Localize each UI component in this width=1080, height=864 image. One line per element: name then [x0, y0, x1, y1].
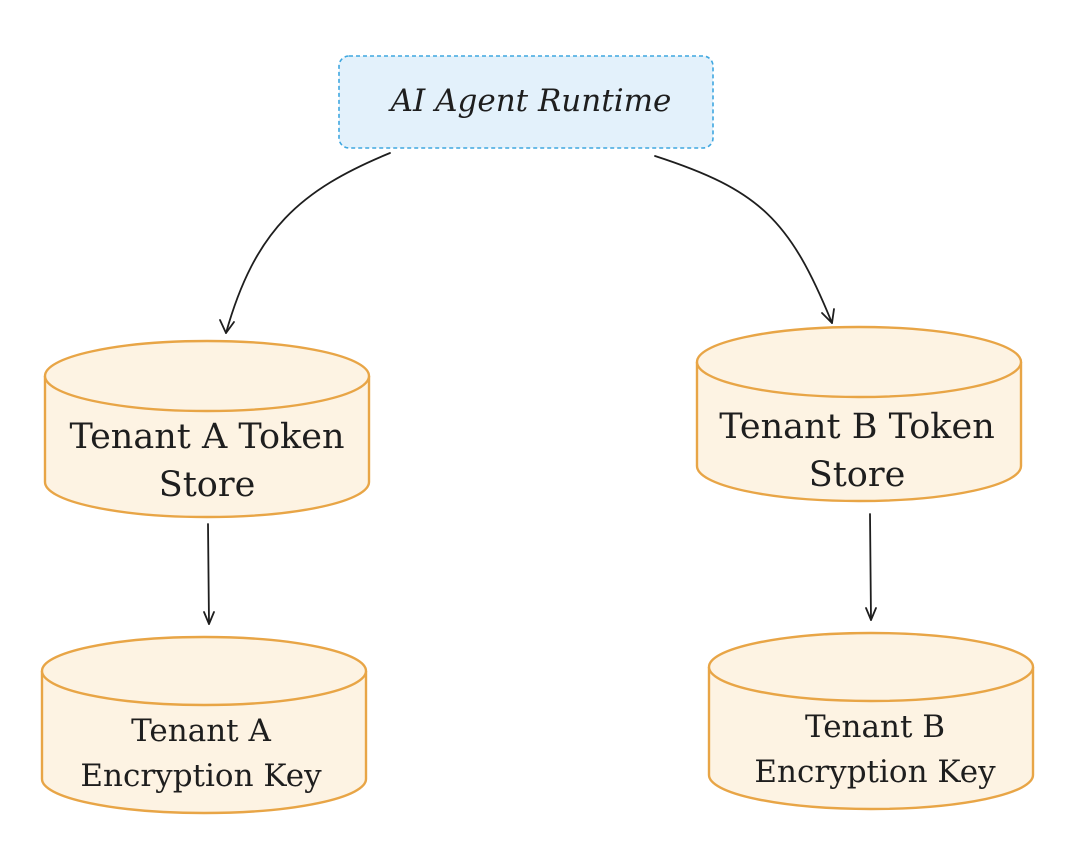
arrowhead — [203, 611, 215, 625]
tenant-b-encryption-key-label-line-2: Encryption Key — [754, 754, 996, 790]
tenant-a-token-store-label-line-2: Store — [159, 465, 256, 505]
cylinder-body — [40, 671, 368, 815]
cylinder-top — [43, 339, 371, 413]
tenant-a-encryption-key-label-line-2: Encryption Key — [80, 758, 322, 794]
edge-runtime-to-store-b — [654, 155, 835, 324]
edge-store-b-to-key-b — [865, 513, 877, 621]
tenant-a-encryption-key-label-line-1: Tenant A — [131, 713, 271, 749]
tenant-b-token-store-label-line-1: Tenant B Token — [719, 407, 995, 447]
edge-runtime-to-store-a — [219, 152, 391, 334]
tenant-b-encryption-key[interactable]: Tenant B Encryption Key — [707, 631, 1035, 811]
arrowhead — [219, 319, 235, 334]
edge-line — [207, 523, 210, 625]
cylinder-body — [707, 667, 1035, 811]
edge-line — [654, 155, 833, 324]
cylinder-top — [40, 635, 368, 707]
edge-store-a-to-key-a — [203, 523, 215, 625]
tenant-b-encryption-key-label-line-1: Tenant B — [805, 709, 945, 745]
edge-line — [869, 513, 872, 621]
edge-line — [225, 152, 391, 334]
runtime-node[interactable]: AI Agent Runtime — [338, 55, 714, 149]
cylinder-body — [695, 362, 1023, 503]
tenant-a-encryption-key[interactable]: Tenant A Encryption Key — [40, 635, 368, 815]
arrowhead — [821, 308, 835, 324]
cylinder-body — [43, 376, 371, 519]
arrowhead — [865, 607, 877, 621]
cylinder-top — [707, 631, 1035, 703]
tenant-a-token-store-label-line-1: Tenant A Token — [69, 417, 344, 457]
tenant-b-token-store-label-line-2: Store — [809, 455, 906, 495]
runtime-node-box — [338, 55, 714, 149]
cylinder-top — [695, 325, 1023, 399]
runtime-node-label: AI Agent Runtime — [388, 83, 672, 119]
tenant-b-token-store[interactable]: Tenant B Token Store — [695, 325, 1023, 503]
tenant-a-token-store[interactable]: Tenant A Token Store — [43, 339, 371, 519]
